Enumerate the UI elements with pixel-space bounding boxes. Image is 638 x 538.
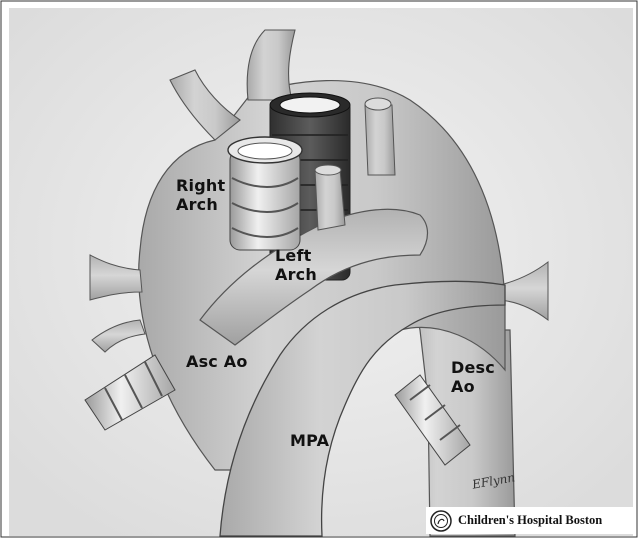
right-arch-ring-column (228, 137, 302, 250)
label-right-arch: Right Arch (176, 176, 225, 214)
label-left-arch-line1: Left (275, 246, 317, 265)
hospital-logo-icon (430, 510, 452, 532)
label-desc-ao-line1: Desc (451, 358, 495, 377)
label-left-arch: Left Arch (275, 246, 317, 284)
label-right-arch-line2: Arch (176, 195, 225, 214)
label-desc-ao-line2: Ao (451, 377, 495, 396)
credit-bar: Children's Hospital Boston (426, 507, 634, 534)
label-mpa: MPA (290, 431, 329, 450)
label-left-arch-line2: Arch (275, 265, 317, 284)
label-asc-ao: Asc Ao (186, 352, 248, 371)
credit-text: Children's Hospital Boston (458, 513, 602, 528)
label-right-arch-line1: Right (176, 176, 225, 195)
left-subclavian-vessel (365, 105, 395, 175)
label-desc-ao: Desc Ao (451, 358, 495, 396)
left-carotid-vessel (315, 170, 345, 230)
